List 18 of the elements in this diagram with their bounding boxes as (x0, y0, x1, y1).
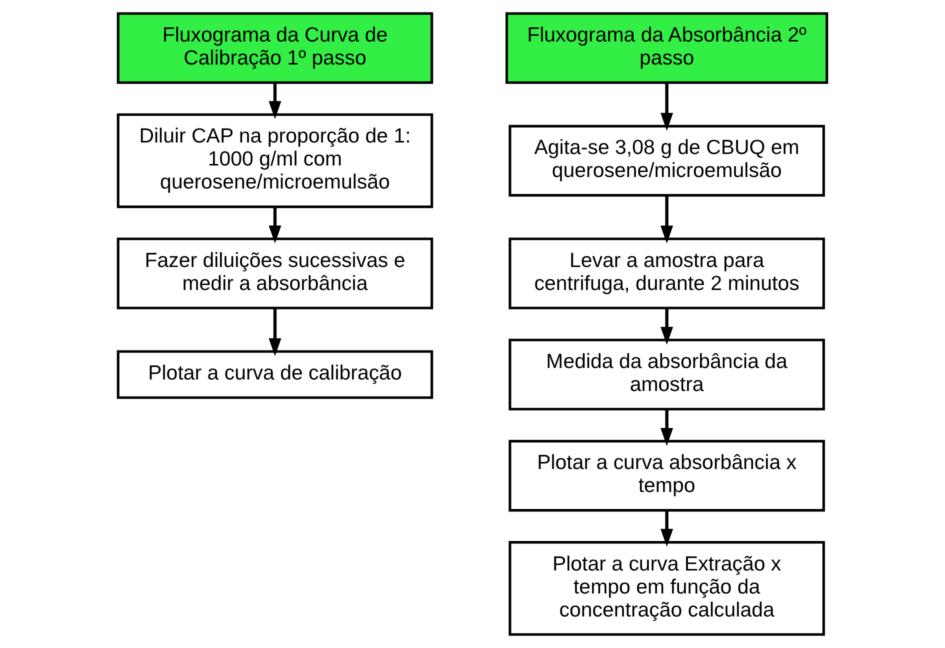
arrow (660, 82, 674, 131)
node-box: Fazer diluições sucessivas e medir a absorbância (116, 238, 434, 310)
arrow (268, 308, 282, 356)
arrow (660, 196, 674, 244)
node-box: Diluir CAP na proporção de 1: 1000 g/ml com querosene/microemulsão (116, 113, 434, 208)
arrow (660, 308, 674, 345)
arrow (268, 82, 282, 120)
node-box: Agita-se 3,08 g de CBUQ em querosene/microemulsão (508, 124, 825, 197)
node-box: Plotar a curva Extração x tempo em função da concentração calculada (508, 541, 825, 636)
arrow (268, 207, 282, 244)
arrow (660, 510, 674, 547)
node-box: Plotar a curva de calibração (116, 350, 434, 399)
node-box: Medida da absorbância da amostra (508, 338, 825, 410)
node-box: Fluxograma da Absorbância 2º passo (505, 12, 828, 84)
node-box: Fluxograma da Curva de Calibração 1º passo (116, 12, 434, 84)
node-box: Levar a amostra para centrifuga, durante 2 minutos (508, 238, 825, 310)
arrow (660, 409, 674, 446)
node-box: Plotar a curva absorbância x tempo (508, 440, 825, 512)
